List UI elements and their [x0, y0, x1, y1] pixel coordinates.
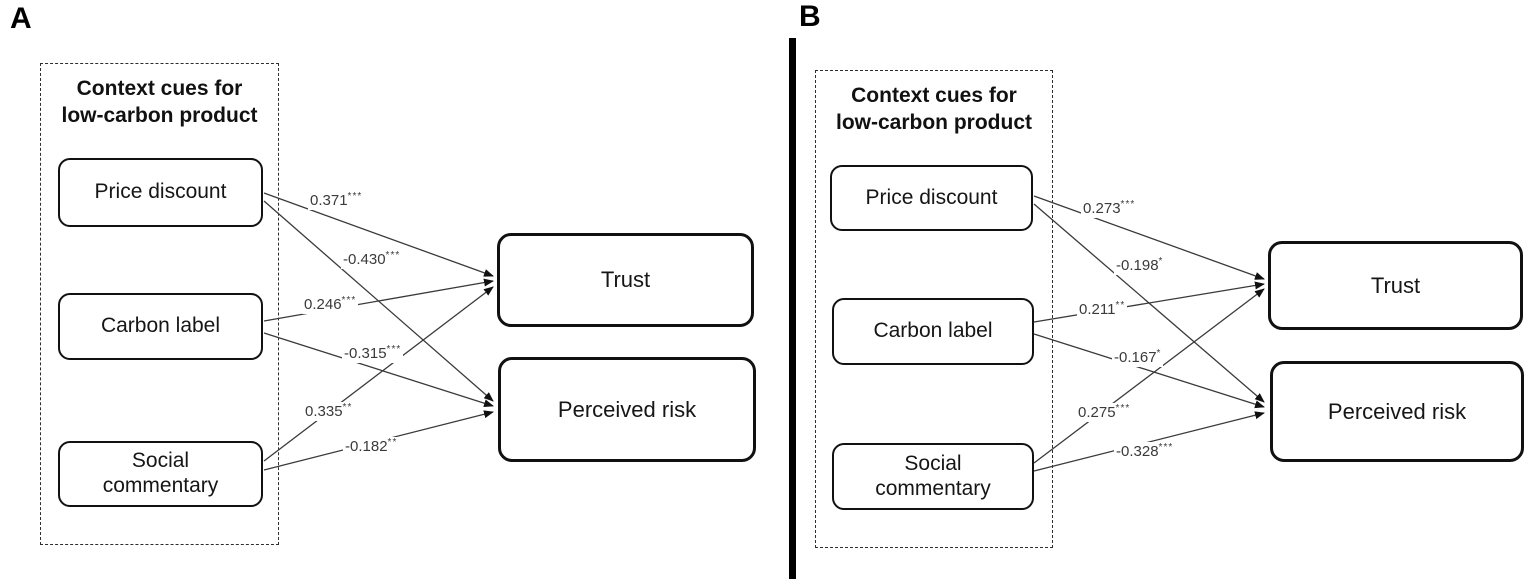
coef-value: -0.167 [1114, 349, 1157, 366]
coef-significance: * [1156, 348, 1162, 359]
panel-b-group-title: Context cues for low-carbon product [836, 84, 1032, 134]
panel-b-label: B [799, 0, 822, 33]
panel-b-node-social-commentary: Social commentary [832, 443, 1034, 510]
coef-significance: *** [1158, 442, 1174, 453]
panel-a-group-title: Context cues for low-carbon product [61, 77, 258, 127]
coef-value: -0.430 [343, 251, 386, 268]
panel-b-coef-social-commentary-perceived-risk: -0.328*** [1114, 442, 1176, 461]
panel-b-node-perceived-risk: Perceived risk [1270, 361, 1524, 462]
coef-significance: *** [386, 344, 402, 355]
panel-b-node-trust: Trust [1268, 241, 1523, 330]
panel-a-coef-social-commentary-perceived-risk: -0.182** [343, 437, 400, 456]
panel-a-coef-price-discount-trust: 0.371*** [308, 191, 365, 210]
panel-a-arrow-carbon-label-to-trust [263, 278, 494, 322]
panel-b-arrow-carbon-label-to-trust [1033, 281, 1265, 323]
panel-a-node-social-commentary: Social commentary [58, 441, 263, 507]
panel-b-arrow-price-discount-to-perceived-risk [1033, 203, 1265, 403]
panel-b-coef-price-discount-trust: 0.273*** [1081, 199, 1138, 218]
coef-value: -0.198 [1116, 257, 1159, 274]
panel-a-arrow-price-discount-to-perceived-risk [263, 200, 494, 402]
coef-significance: ** [342, 402, 353, 413]
panel-b-coef-price-discount-perceived-risk: -0.198* [1114, 256, 1166, 275]
panel-b-node-price-discount: Price discount [830, 165, 1033, 231]
coef-value: 0.273 [1083, 200, 1121, 217]
panel-b-arrow-social-commentary-to-trust [1033, 288, 1265, 464]
panel-a-node-perceived-risk: Perceived risk [498, 357, 756, 462]
panel-a-node-trust: Trust [497, 233, 754, 327]
panel-a-coef-carbon-label-trust: 0.246*** [302, 295, 359, 314]
panel-b-coef-carbon-label-perceived-risk: -0.167* [1112, 348, 1164, 367]
panel-a-context-cues-group-box: Context cues for low-carbon product [40, 63, 279, 545]
coef-significance: *** [347, 191, 363, 202]
coef-value: -0.328 [1116, 443, 1159, 460]
coef-value: 0.371 [310, 192, 348, 209]
coef-significance: * [1158, 256, 1164, 267]
coef-value: -0.315 [344, 345, 387, 362]
panel-a-coef-social-commentary-trust: 0.335** [303, 402, 355, 421]
coef-value: 0.335 [305, 403, 343, 420]
panel-a-coef-carbon-label-perceived-risk: -0.315*** [342, 344, 404, 363]
coef-significance: *** [1120, 199, 1136, 210]
panel-a-node-carbon-label: Carbon label [58, 293, 263, 360]
panel-a-node-price-discount: Price discount [58, 158, 263, 227]
coef-significance: ** [1115, 300, 1126, 311]
panel-a-coef-price-discount-perceived-risk: -0.430*** [341, 250, 403, 269]
panel-a-label: A [10, 2, 33, 35]
coef-significance: *** [1115, 403, 1131, 414]
coef-value: 0.211 [1079, 301, 1116, 318]
coef-value: -0.182 [345, 438, 388, 455]
panel-b-arrow-carbon-label-to-perceived-risk [1033, 333, 1265, 409]
coef-value: 0.275 [1078, 404, 1116, 421]
panel-divider-bar [789, 38, 796, 579]
coef-significance: *** [385, 250, 401, 261]
coef-value: 0.246 [304, 296, 342, 313]
panel-b-coef-carbon-label-trust: 0.211** [1077, 300, 1128, 319]
panel-b-coef-social-commentary-trust: 0.275*** [1076, 403, 1133, 422]
coef-significance: ** [387, 437, 398, 448]
panel-b-node-carbon-label: Carbon label [832, 298, 1034, 365]
coef-significance: *** [341, 295, 357, 306]
panel-a-arrow-social-commentary-to-trust [263, 286, 494, 462]
